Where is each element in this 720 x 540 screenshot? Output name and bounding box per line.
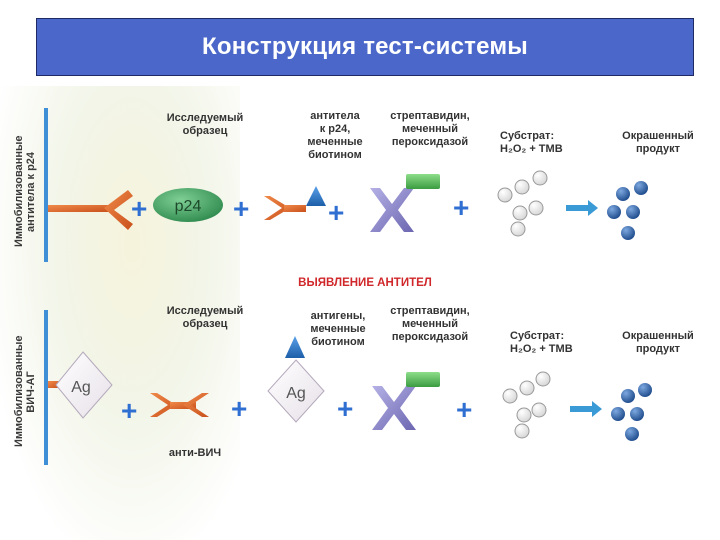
bottom-strept-label-3: пероксидазой — [391, 331, 469, 343]
top-antibody-label-3: меченные — [307, 136, 363, 148]
substrate-top — [497, 170, 548, 237]
ag-label-2: Ag — [286, 385, 306, 402]
plus-bottom-3: + — [337, 393, 353, 424]
biotin-triangle-bottom — [285, 336, 305, 358]
section-heading: ВЫЯВЛЕНИЕ АНТИТЕЛ — [298, 277, 432, 289]
peroxidase-top — [406, 174, 440, 189]
bottom-antigen-label-2: меченные — [310, 323, 366, 335]
bottom-sample-label-2: образец — [182, 318, 228, 330]
bottom-product-label: Окрашенный продукт — [618, 330, 698, 356]
bottom-strept-label: стрептавидин, меченный пероксидазой — [380, 305, 480, 344]
top-substrate-label-1: Субстрат: — [500, 130, 555, 142]
title-banner: Конструкция тест-системы — [36, 18, 694, 76]
arrow-bottom — [570, 401, 602, 417]
top-sample-label-1: Исследуемый — [166, 112, 244, 124]
top-strept-label: стрептавидин, меченный пероксидазой — [380, 110, 480, 149]
biotin-triangle-top — [306, 186, 326, 206]
top-substrate-label-2: H₂O₂ + TMB — [500, 143, 563, 155]
p24-label: p24 — [175, 198, 202, 215]
plate-bottom — [44, 310, 48, 465]
plus-bottom-4: + — [456, 394, 472, 425]
plus-top-4: + — [453, 192, 469, 223]
product-top — [607, 181, 648, 240]
labeled-antigen — [267, 359, 325, 423]
top-product-label: Окрашенный продукт — [618, 130, 698, 156]
plate-top — [44, 108, 48, 262]
top-product-label-1: Окрашенный — [622, 130, 694, 142]
top-antibody-label-2: к p24, — [319, 123, 351, 135]
top-antibody-label-4: биотином — [308, 149, 362, 161]
bottom-strept-label-1: стрептавидин, — [390, 305, 470, 317]
top-strept-label-3: пероксидазой — [391, 136, 469, 148]
bottom-antigen-label: антигены, меченные биотином — [303, 310, 373, 349]
plus-top-3: + — [328, 197, 344, 228]
top-strept-label-1: стрептавидин, — [390, 110, 470, 122]
immobilized-antibody-top — [48, 190, 133, 230]
bottom-sample-label: Исследуемый образец — [160, 305, 250, 331]
immobilized-antigen — [48, 351, 113, 419]
plus-bottom-1: + — [121, 395, 137, 426]
streptavidin-top — [370, 188, 414, 232]
page-title: Конструкция тест-системы — [202, 33, 528, 60]
ag-label-1: Ag — [71, 379, 91, 396]
plus-top-2: + — [233, 193, 249, 224]
bottom-product-label-2: продукт — [635, 343, 681, 355]
top-product-label-2: продукт — [635, 143, 681, 155]
top-substrate-label: Субстрат: H₂O₂ + TMB — [500, 130, 580, 156]
bottom-sample-label-1: Исследуемый — [166, 305, 244, 317]
bottom-product-label-1: Окрашенный — [622, 330, 694, 342]
top-antibody-label: антитела к p24, меченные биотином — [300, 110, 370, 162]
top-sample-label: Исследуемый образец — [160, 112, 250, 138]
anti-hiv-antibody — [150, 393, 209, 417]
top-antibody-label-1: антитела — [310, 110, 360, 122]
bottom-antigen-label-1: антигены, — [310, 310, 366, 322]
bottom-substrate-label-2: H₂O₂ + TMB — [510, 343, 573, 355]
substrate-bottom — [502, 371, 551, 439]
bottom-strept-label-2: меченный — [402, 318, 458, 330]
top-strept-label-2: меченный — [402, 123, 458, 135]
plus-top-1: + — [131, 193, 147, 224]
peroxidase-bottom — [406, 372, 440, 387]
biotin-antibody-top — [264, 196, 306, 220]
plus-bottom-2: + — [231, 393, 247, 424]
product-bottom — [611, 383, 652, 441]
bottom-substrate-label: Субстрат: H₂O₂ + TMB — [510, 330, 590, 356]
p24-antigen — [153, 188, 223, 222]
background-texture — [0, 86, 240, 540]
arrow-top — [566, 200, 598, 216]
streptavidin-bottom — [372, 386, 416, 430]
bottom-antigen-label-3: биотином — [311, 336, 365, 348]
bottom-substrate-label-1: Субстрат: — [510, 330, 565, 342]
top-sample-label-2: образец — [182, 125, 228, 137]
anti-hiv-label: анти-ВИЧ — [168, 447, 222, 459]
